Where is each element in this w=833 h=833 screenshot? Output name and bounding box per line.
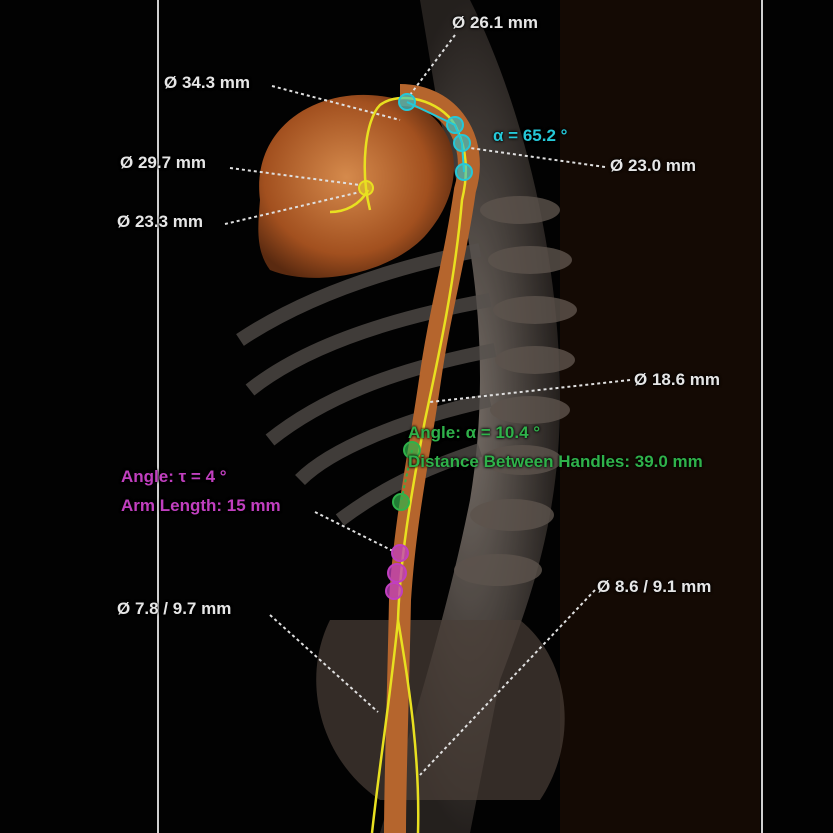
diameter-label: Ø 18.6 mm bbox=[634, 370, 720, 389]
coronary-handle[interactable] bbox=[358, 180, 374, 196]
cyan-angle-handles[interactable] bbox=[398, 93, 473, 181]
background-shadow bbox=[560, 0, 760, 833]
diameter-label: Ø 7.8 / 9.7 mm bbox=[117, 599, 232, 618]
vessel-centerline-branch bbox=[396, 619, 420, 833]
aorta bbox=[384, 84, 480, 833]
diameter-label: Ø 23.3 mm bbox=[117, 212, 203, 231]
green-angle-label: Angle: α = 10.4 ° bbox=[408, 423, 541, 442]
arm-length-label: Arm Length: 15 mm bbox=[121, 496, 281, 515]
leader-lines bbox=[224, 34, 631, 776]
handle-distance-label: Distance Between Handles: 39.0 mm bbox=[408, 452, 703, 471]
magenta-angle-label: Angle: τ = 4 ° bbox=[121, 467, 227, 486]
heart bbox=[258, 94, 454, 278]
magenta-angle-handles[interactable] bbox=[385, 544, 409, 600]
diameter-label: Ø 8.6 / 9.1 mm bbox=[597, 577, 712, 596]
vessel-centerline bbox=[363, 96, 468, 833]
diameter-label: Ø 34.3 mm bbox=[164, 73, 250, 92]
green-angle-handles[interactable] bbox=[392, 441, 421, 511]
angle-label-cyan: α = 65.2 ° bbox=[493, 126, 568, 145]
diameter-label: Ø 23.0 mm bbox=[610, 156, 696, 175]
diameter-label: Ø 26.1 mm bbox=[452, 13, 538, 32]
pelvis bbox=[316, 620, 565, 800]
diameter-label: Ø 29.7 mm bbox=[120, 153, 206, 172]
